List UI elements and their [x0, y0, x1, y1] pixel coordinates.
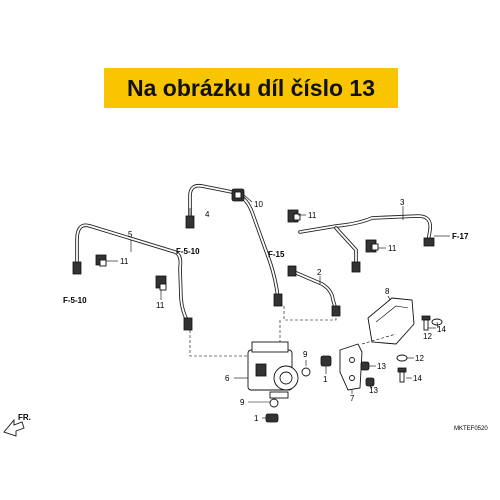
collar-1-lower	[265, 413, 279, 423]
label-part-11-right: 11	[388, 244, 397, 253]
grommet-13-upper	[360, 361, 370, 371]
label-part-14-upper: 14	[437, 325, 446, 334]
ref-f-5-10-upper: F-5-10	[176, 247, 200, 256]
pipe-clamp-11-left	[95, 254, 107, 267]
brake-pipe-3	[298, 214, 435, 273]
bolt-14-upper	[421, 315, 431, 331]
label-part-12-lower: 12	[415, 354, 424, 363]
grommet-13-lower	[365, 377, 375, 387]
label-part-6: 6	[225, 374, 230, 383]
pipe-clamp-11-lower	[155, 275, 167, 291]
ref-f-17: F-17	[452, 232, 469, 241]
washer-9-upper	[301, 367, 311, 377]
brake-pipe-5	[72, 223, 193, 331]
leader-lines	[106, 194, 450, 419]
label-part-3: 3	[400, 198, 405, 207]
abs-modulator-6	[247, 341, 299, 399]
label-part-13-lower: 13	[369, 386, 378, 395]
label-part-4: 4	[205, 210, 210, 219]
front-arrow-icon	[3, 418, 25, 437]
assembly-guide-left	[189, 330, 248, 357]
nut-12-lower	[396, 354, 408, 362]
pipe-clamp-11-right	[365, 239, 379, 253]
label-part-1-lower: 1	[254, 414, 259, 423]
label-part-9-lower: 9	[240, 398, 245, 407]
collar-1-upper	[320, 355, 332, 367]
ref-f-5-10-lower: F-5-10	[63, 296, 87, 305]
bracket-7	[339, 343, 363, 391]
bolt-14-lower	[397, 367, 407, 383]
banner-text: Na obrázku díl číslo 13	[127, 74, 375, 101]
grommet-10	[231, 188, 245, 202]
label-part-10: 10	[254, 200, 263, 209]
cover-8	[367, 297, 415, 345]
assembly-guide-right	[361, 333, 397, 345]
label-part-2: 2	[317, 268, 322, 277]
brake-pipe-2	[287, 265, 341, 317]
label-part-13-upper: 13	[377, 362, 386, 371]
label-part-9-upper: 9	[303, 350, 308, 359]
label-part-5: 5	[128, 230, 133, 239]
label-part-12-upper: 12	[423, 332, 432, 341]
label-part-11-left: 11	[120, 257, 129, 266]
brake-pipe-4	[185, 183, 283, 307]
washer-9-lower	[269, 398, 279, 408]
label-part-7: 7	[350, 394, 355, 403]
label-part-14-lower: 14	[413, 374, 422, 383]
front-direction-label: FR.	[18, 413, 31, 422]
part-number-banner: Na obrázku díl číslo 13	[104, 68, 398, 108]
diagram-code: MKTEF0520	[454, 426, 488, 432]
label-part-8: 8	[385, 287, 390, 296]
label-part-1-upper: 1	[323, 375, 328, 384]
label-part-11-top: 11	[308, 211, 317, 220]
label-part-11-lower: 11	[156, 301, 165, 310]
ref-f-15: F-15	[268, 250, 285, 259]
assembly-guide-center	[283, 306, 337, 321]
pipe-clamp-11-top	[287, 209, 301, 223]
